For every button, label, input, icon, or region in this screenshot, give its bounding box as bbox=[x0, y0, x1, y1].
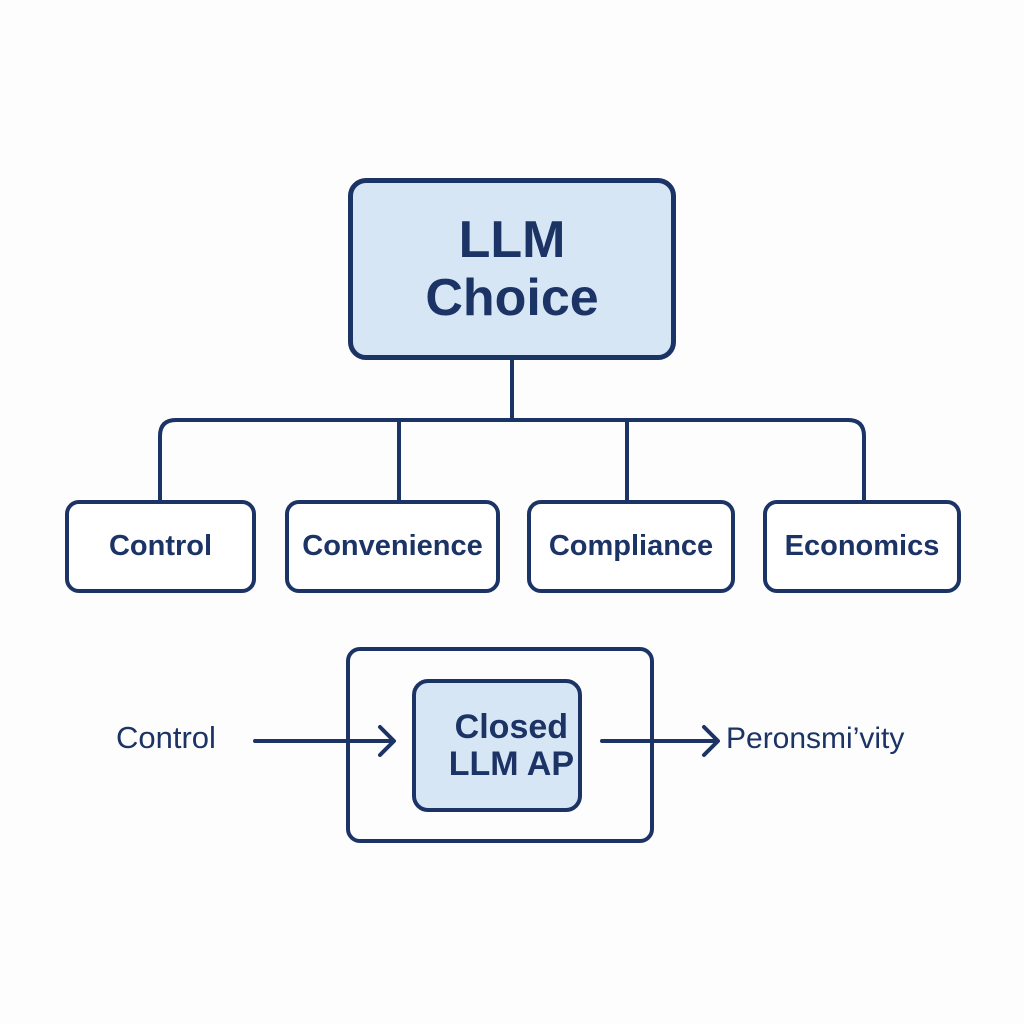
child-label: Economics bbox=[784, 530, 940, 562]
root-title-line1: LLM bbox=[458, 211, 566, 269]
child-node-compliance: Compliance bbox=[527, 500, 735, 593]
child-node-control: Control bbox=[65, 500, 256, 593]
root-title-line2: Choice bbox=[425, 269, 599, 327]
child-node-convenience: Convenience bbox=[285, 500, 500, 593]
output-arrow-head bbox=[702, 725, 720, 757]
branch-bus-line bbox=[158, 418, 866, 502]
root-node-llm-choice: LLM Choice bbox=[348, 178, 676, 360]
child-label: Convenience bbox=[302, 530, 483, 562]
flow-center-node: Closed LLM AP bbox=[412, 679, 582, 812]
child-label: Compliance bbox=[548, 530, 714, 562]
flow-container bbox=[346, 647, 654, 843]
child-node-economics: Economics bbox=[763, 500, 961, 593]
flow-output-label: Peronsmi’vity bbox=[726, 722, 905, 755]
child-label: Control bbox=[108, 530, 213, 562]
input-arrow-head bbox=[378, 725, 396, 757]
center-line2: LLM AP bbox=[448, 744, 574, 783]
center-line1: Closed bbox=[454, 707, 569, 746]
flow-input-label: Control bbox=[116, 720, 216, 755]
